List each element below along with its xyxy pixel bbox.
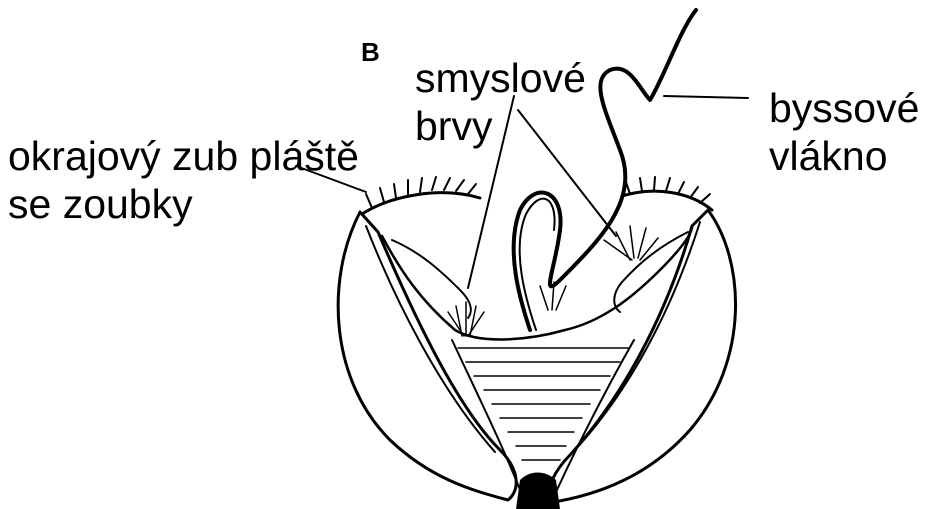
right-mantle-tooth <box>622 191 712 210</box>
hinge-tip <box>516 473 560 509</box>
label-mantle-tooth-line-2: se zoubky <box>8 180 359 228</box>
label-mantle-tooth: okrajový zub pláště se zoubky <box>8 132 359 228</box>
hinge-ligament <box>458 348 628 460</box>
label-byssus-thread: byssové vlákno <box>769 84 919 180</box>
foot <box>382 228 692 339</box>
label-byssus-thread-line-2: vlákno <box>769 132 919 180</box>
left-mantle-tooth <box>362 193 480 214</box>
leader-byssus <box>664 96 748 98</box>
label-sensory-cilia: smyslové brvy <box>415 54 586 150</box>
sensory-cilia-tuft-left <box>448 302 484 336</box>
label-sensory-cilia-line-1: smyslové <box>415 54 586 102</box>
label-sensory-cilia-line-2: brvy <box>415 102 586 150</box>
label-byssus-thread-line-1: byssové <box>769 84 919 132</box>
panel-letter: B <box>361 37 380 67</box>
label-mantle-tooth-line-1: okrajový zub pláště <box>8 132 359 180</box>
